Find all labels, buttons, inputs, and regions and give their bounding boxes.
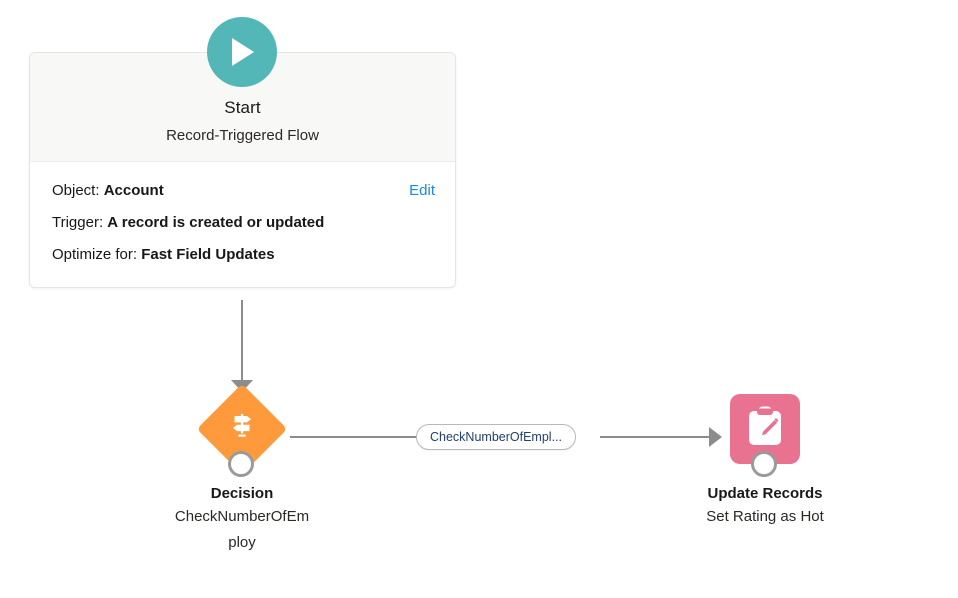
connector-decision-to-update-left[interactable] [290,436,418,438]
update-records-clipboard-pencil-icon [744,405,786,454]
connector-start-to-decision[interactable] [241,300,243,382]
start-detail-optimize-label: Optimize for: [52,246,138,263]
connector-arrowhead-right [709,427,722,447]
start-detail-trigger-value: A record is created or updated [107,214,325,231]
update-records-add-element-button[interactable] [751,451,777,477]
start-card-details: Object: Account Edit Trigger: A record i… [30,162,455,287]
start-detail-optimize-value: Fast Field Updates [141,246,275,263]
decision-subtitle: CheckNumberOfEmploy [174,508,310,551]
start-title: Start [224,98,261,117]
flow-node-decision[interactable]: Decision CheckNumberOfEmploy [142,383,342,556]
start-edit-link[interactable]: Edit [409,182,435,199]
play-icon[interactable] [207,17,277,87]
start-detail-trigger: Trigger: A record is created or updated [52,207,435,239]
update-records-title: Update Records [707,485,823,502]
start-detail-object: Object: Account Edit [52,175,435,207]
update-records-subtitle: Set Rating as Hot [706,508,824,525]
decision-signpost-icon [224,409,260,450]
update-records-square[interactable] [730,394,800,464]
start-subtitle: Record-Triggered Flow [166,127,319,144]
update-records-shape[interactable] [665,385,865,481]
connector-label-text: CheckNumberOfEmpl... [430,429,562,444]
decision-title: Decision [210,485,274,502]
decision-add-element-button[interactable] [228,451,254,477]
start-element-card[interactable]: Start Record-Triggered Flow Object: Acco… [29,52,456,288]
connector-decision-to-update-right[interactable] [600,436,710,438]
connector-label-pill[interactable]: CheckNumberOfEmpl... [416,424,576,450]
start-detail-object-label: Object: [52,182,100,199]
start-detail-optimize: Optimize for: Fast Field Updates [52,239,435,271]
start-detail-object-value: Account [103,182,164,199]
decision-diamond[interactable] [196,383,288,475]
start-detail-trigger-label: Trigger: [52,214,104,231]
flow-node-update-records[interactable]: Update Records Set Rating as Hot [665,385,865,530]
decision-shape[interactable] [142,383,342,481]
